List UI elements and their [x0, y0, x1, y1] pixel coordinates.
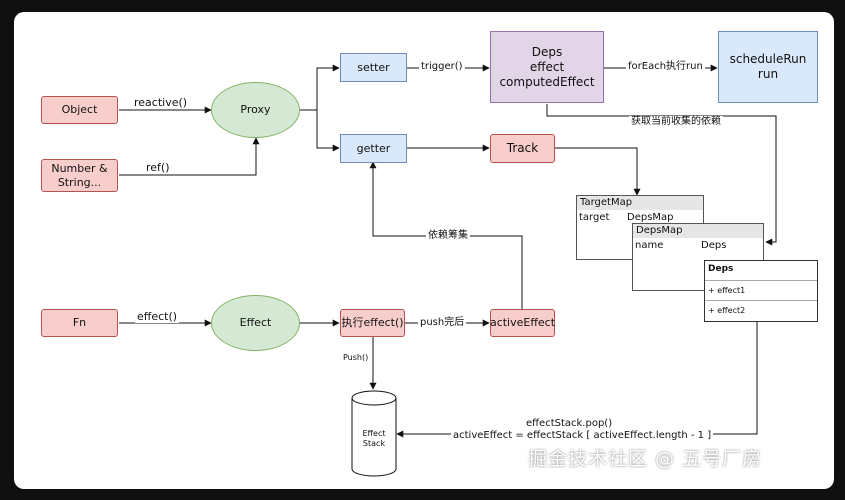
target-map-col-key: target	[579, 212, 610, 223]
node-setter: setter	[340, 53, 407, 82]
edge-track-targetmap	[555, 147, 641, 196]
deps-list-item: + effect2	[708, 306, 746, 315]
node-effect-stack-label: Effect Stack	[362, 429, 386, 448]
node-fn: Fn	[41, 309, 118, 337]
edge-proxy-setter	[300, 64, 340, 111]
label-push: Push()	[341, 353, 371, 363]
node-proxy: Proxy	[211, 82, 300, 138]
edge-proxy-getter	[316, 110, 340, 152]
target-map-col-value: DepsMap	[627, 212, 674, 223]
node-track: Track	[490, 134, 555, 163]
edge-number-proxy	[119, 137, 260, 176]
deps-map-col-value: Deps	[701, 240, 727, 251]
watermark: 掘金技术社区 @ 五号厂房	[528, 448, 763, 470]
edge-deps-depslist	[546, 104, 777, 246]
label-trigger: trigger()	[419, 61, 465, 73]
label-foreach-run: forEach执行run	[626, 61, 705, 73]
node-deps-effect: Deps effect computedEffect	[490, 31, 604, 103]
node-object: Object	[41, 96, 118, 124]
node-exec-effect: 执行effect()	[340, 309, 405, 337]
label-effect-call: effect()	[135, 310, 180, 324]
node-schedule-run: scheduleRun run	[718, 31, 818, 103]
label-stack-pop-2: activeEffect = effectStack [ activeEffec…	[451, 430, 714, 442]
label-stack-pop-1: effectStack.pop()	[524, 418, 615, 430]
deps-map-col-key: name	[635, 240, 664, 251]
node-active-effect: activeEffect	[490, 309, 555, 337]
node-getter: getter	[340, 134, 407, 163]
label-ref: ref()	[144, 161, 172, 175]
label-push-done: push完后	[418, 317, 467, 329]
target-map-title: TargetMap	[577, 196, 703, 210]
effect-stack-cylinder	[351, 390, 397, 477]
deps-list-title: Deps	[708, 264, 734, 274]
label-collect-deps: 依赖筹集	[426, 230, 470, 242]
label-reactive: reactive()	[132, 96, 190, 110]
label-get-current-deps: 获取当前收集的依赖	[629, 116, 723, 128]
diagram-canvas: Object Number & String... Fn Proxy Effec…	[14, 12, 834, 489]
table-deps-list: Deps + effect1 + effect2	[704, 260, 818, 322]
deps-list-item: + effect1	[708, 286, 746, 295]
deps-map-title: DepsMap	[633, 224, 763, 238]
node-effect: Effect	[211, 295, 300, 351]
node-number-string: Number & String...	[41, 159, 118, 192]
